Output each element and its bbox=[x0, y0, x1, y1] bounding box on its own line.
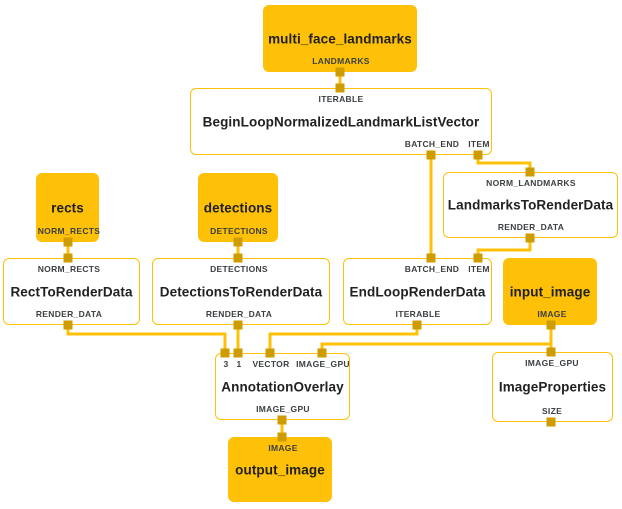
node-title: output_image bbox=[235, 462, 325, 477]
node-title: EndLoopRenderData bbox=[349, 284, 486, 299]
node-title: AnnotationOverlay bbox=[221, 379, 344, 394]
port-label: IMAGE_GPU bbox=[525, 358, 579, 368]
port-label: IMAGE_GPU bbox=[296, 359, 350, 369]
port-label: NORM_LANDMARKS bbox=[486, 178, 576, 188]
node-detections-to-render-data[interactable]: DetectionsToRenderData DETECTIONS RENDER_D… bbox=[152, 258, 330, 325]
port-label: SIZE bbox=[541, 406, 563, 416]
port-label: RENDER_DATA bbox=[497, 222, 565, 232]
node-title: DetectionsToRenderData bbox=[159, 284, 323, 299]
port-label: IMAGE_GPU bbox=[256, 404, 310, 414]
node-title: rects bbox=[51, 200, 84, 215]
node-title: BeginLoopNormalizedLandmarkListVector bbox=[202, 114, 480, 129]
port-label: LANDMARKS bbox=[312, 56, 370, 66]
port-label: RENDER_DATA bbox=[205, 309, 273, 319]
port-label: DETECTIONS bbox=[210, 226, 268, 236]
port-label: ITERABLE bbox=[318, 94, 364, 104]
node-output-image[interactable]: output_image IMAGE bbox=[228, 437, 332, 502]
node-title: ImageProperties bbox=[498, 379, 607, 395]
port-label: IMAGE bbox=[537, 309, 567, 319]
port-label: VECTOR bbox=[252, 359, 290, 369]
node-end-loop-render-data[interactable]: EndLoopRenderData BATCH_END ITEM ITERABLE bbox=[343, 258, 492, 325]
node-title: detections bbox=[203, 200, 273, 215]
port-label: IMAGE bbox=[268, 443, 298, 453]
node-title: input_image bbox=[509, 284, 591, 299]
port-label: ITEM bbox=[468, 139, 490, 149]
node-rect-to-render-data[interactable]: RectToRenderData NORM_RECTS RENDER_DATA bbox=[3, 258, 140, 325]
node-landmarks-to-render-data[interactable]: LandmarksToRenderData NORM_LANDMARKS RENDE… bbox=[443, 172, 618, 238]
node-title: LandmarksToRenderData bbox=[447, 197, 614, 213]
port-label: ITEM bbox=[468, 264, 490, 274]
node-title: RectToRenderData bbox=[10, 284, 133, 299]
port-label: 3 bbox=[223, 359, 229, 369]
port-label: BATCH_END bbox=[404, 264, 460, 274]
node-title: multi_face_landmarks bbox=[268, 31, 412, 46]
port-label: ITERABLE bbox=[395, 309, 441, 319]
port-label: BATCH_END bbox=[404, 139, 460, 149]
port-label: RENDER_DATA bbox=[35, 309, 103, 319]
node-image-properties[interactable]: ImageProperties IMAGE_GPU SIZE bbox=[492, 352, 613, 422]
port-label: NORM_RECTS bbox=[37, 264, 101, 274]
port-label: DETECTIONS bbox=[210, 264, 268, 274]
port-label: NORM_RECTS bbox=[37, 226, 101, 236]
port-label: 1 bbox=[236, 359, 242, 369]
